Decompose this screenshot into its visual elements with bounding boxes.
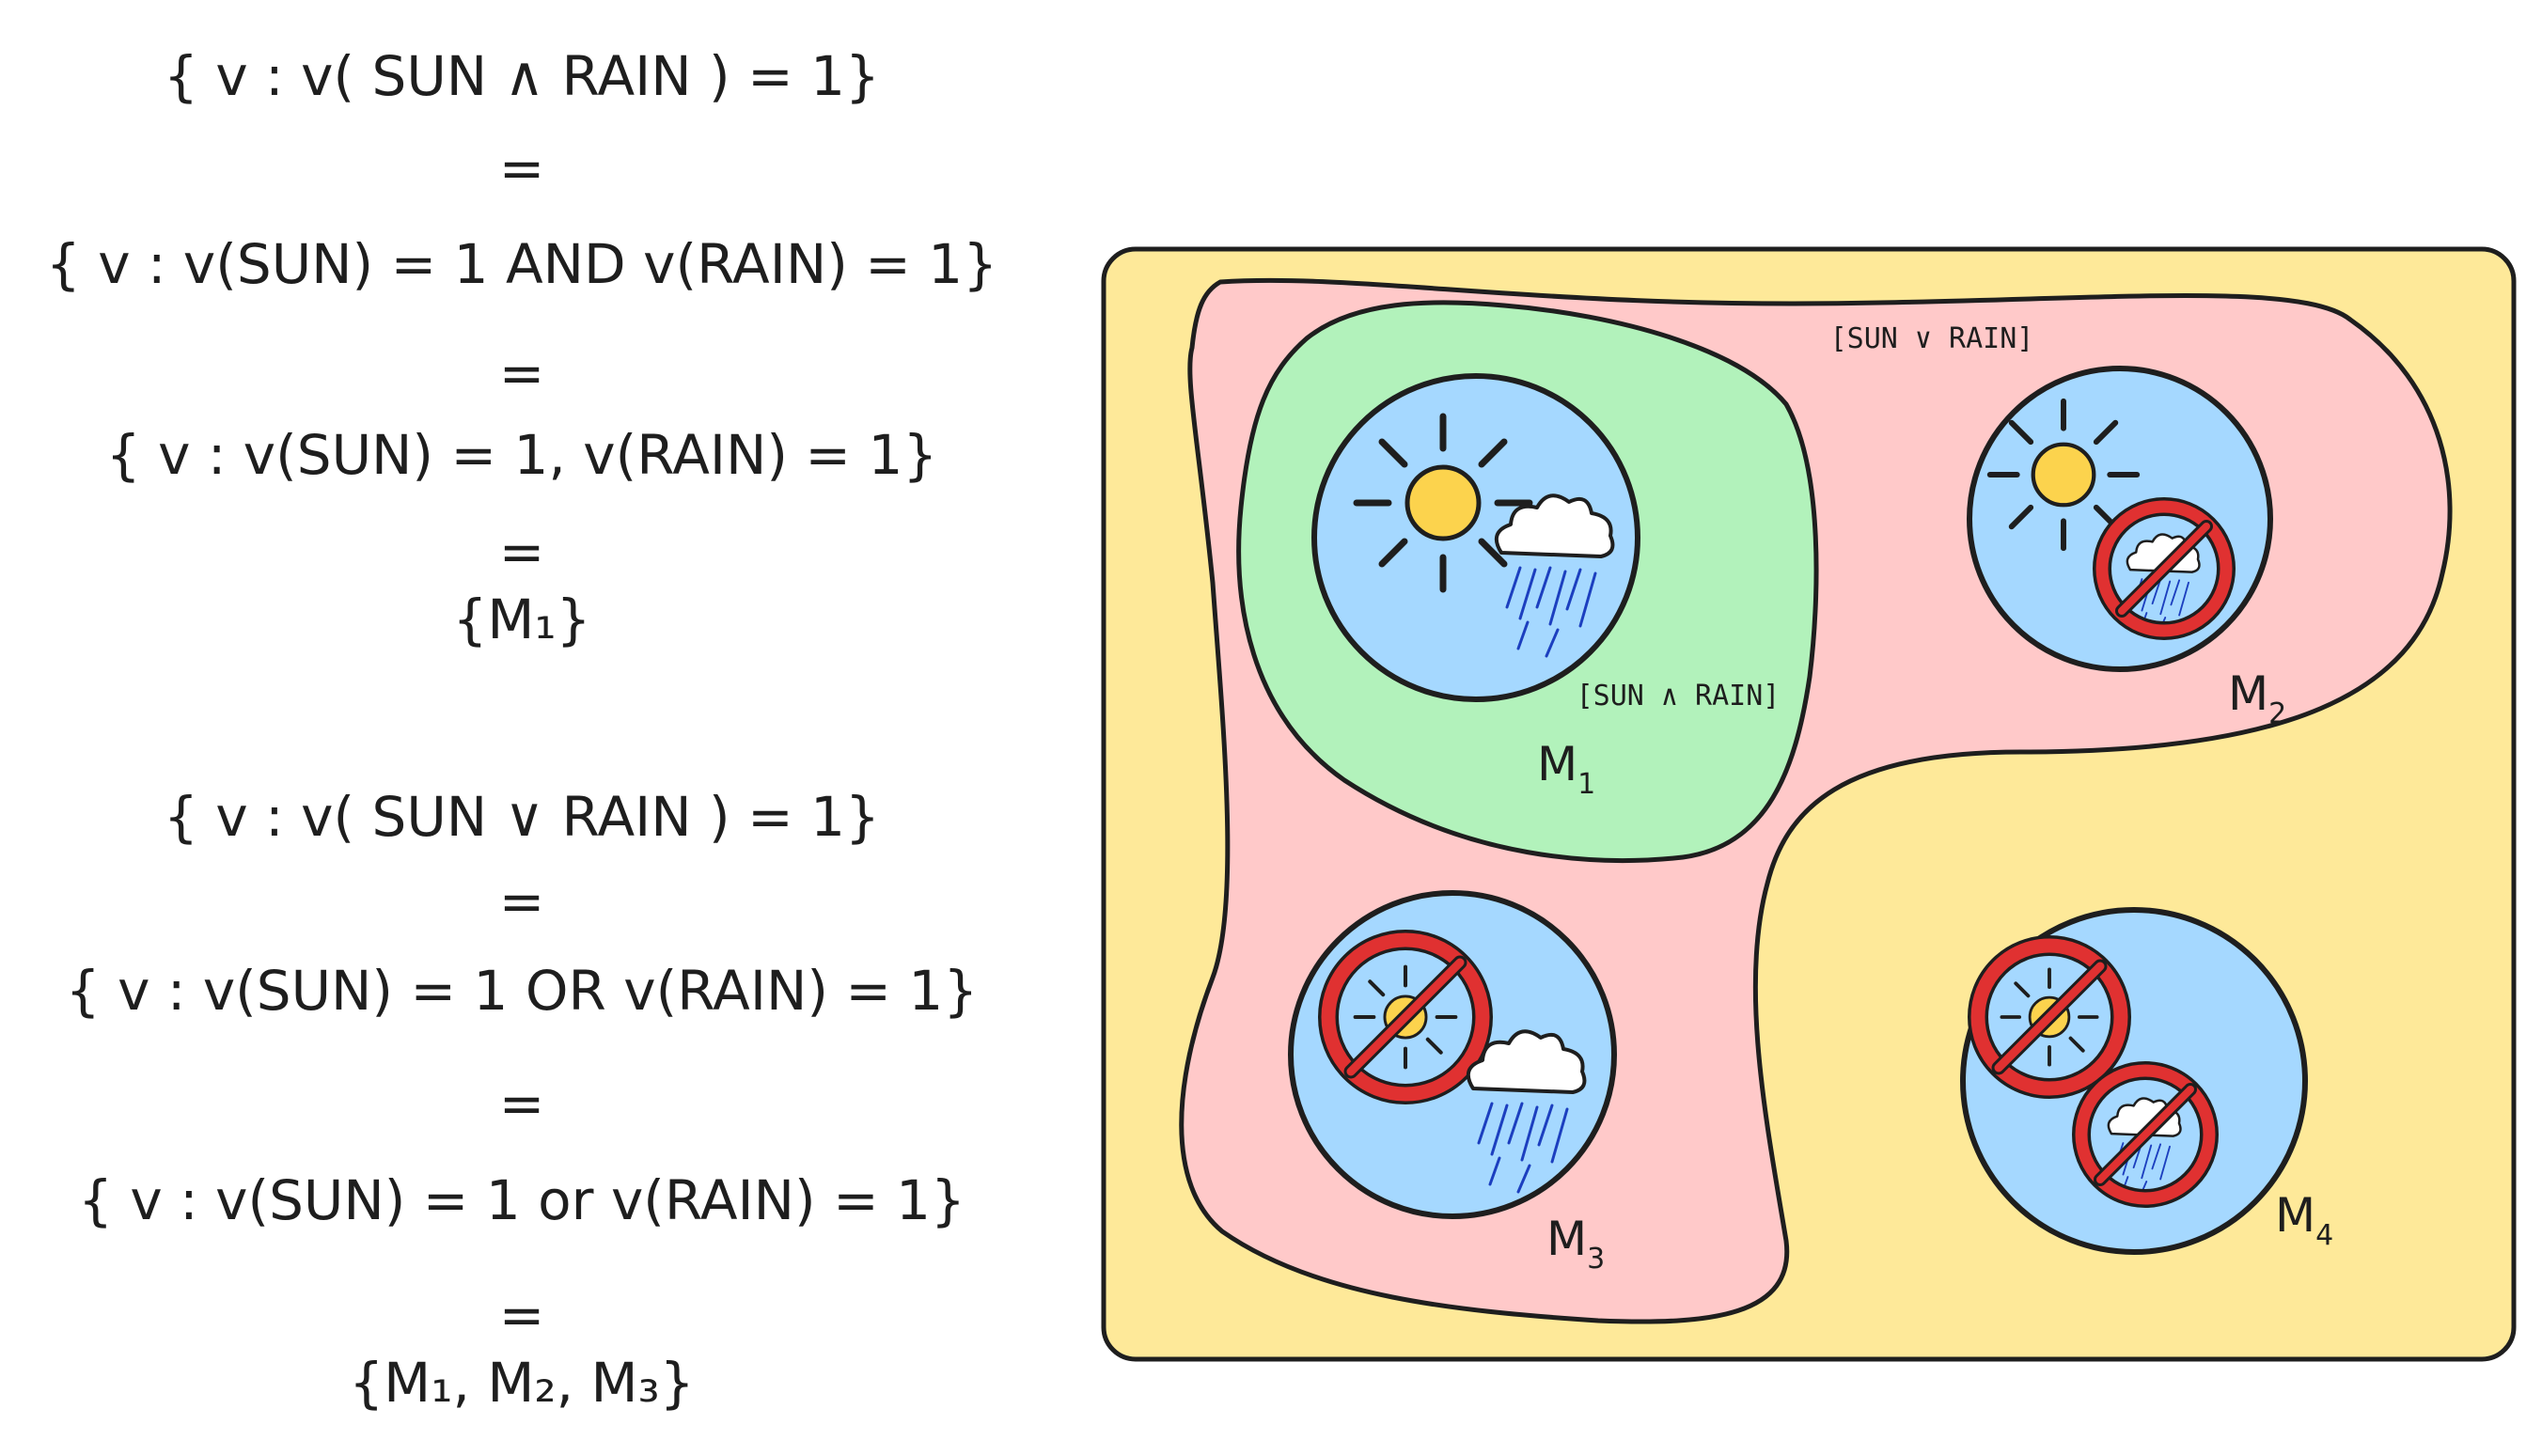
model-m1-label: M1 bbox=[1537, 737, 1595, 801]
disj-equals-1: = bbox=[498, 869, 545, 933]
conj-equals-1: = bbox=[498, 136, 545, 200]
conj-line-3: { v : v(SUN) = 1, v(RAIN) = 1} bbox=[105, 423, 938, 487]
model-m4-label: M4 bbox=[2275, 1188, 2333, 1252]
model-m4: M4 bbox=[1960, 907, 2333, 1255]
and-region-label: [SUN ∧ RAIN] bbox=[1577, 680, 1781, 712]
or-region-label: [SUN ∨ RAIN] bbox=[1830, 322, 2034, 355]
model-m2-label: M2 bbox=[2228, 666, 2286, 730]
disj-line-3: { v : v(SUN) = 1 or v(RAIN) = 1} bbox=[78, 1168, 965, 1232]
disj-result: {M₁, M₂, M₃} bbox=[349, 1351, 695, 1415]
conj-equals-3: = bbox=[498, 520, 545, 584]
disj-line-2: { v : v(SUN) = 1 OR v(RAIN) = 1} bbox=[65, 959, 979, 1023]
conj-line-1: { v : v( SUN ∧ RAIN ) = 1} bbox=[164, 44, 880, 108]
disj-line-1: { v : v( SUN ∨ RAIN ) = 1} bbox=[164, 785, 880, 849]
no-rain-icon bbox=[2093, 497, 2236, 640]
disj-equals-3: = bbox=[498, 1283, 545, 1347]
conj-equals-2: = bbox=[498, 341, 545, 405]
conj-result: {M₁} bbox=[452, 587, 591, 651]
disj-equals-2: = bbox=[498, 1072, 545, 1135]
model-m3: M3 bbox=[1288, 890, 1617, 1276]
no-sun-icon bbox=[1968, 935, 2131, 1099]
conj-line-2: { v : v(SUN) = 1 AND v(RAIN) = 1} bbox=[45, 232, 998, 296]
no-sun-icon bbox=[1318, 930, 1493, 1104]
model-m2: M2 bbox=[1967, 366, 2286, 730]
model-m3-label: M3 bbox=[1546, 1212, 1605, 1276]
sun-icon bbox=[1357, 416, 1530, 589]
model-m1: M1 bbox=[1311, 373, 1640, 801]
no-rain-icon bbox=[2072, 1061, 2219, 1208]
